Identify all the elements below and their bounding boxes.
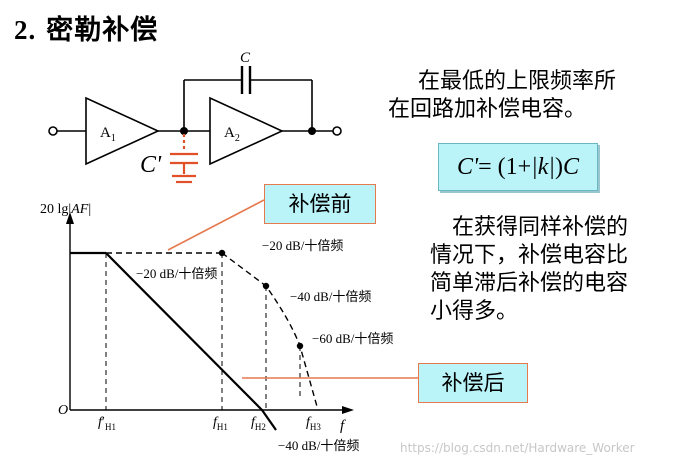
slope-after-2: −40 dB/十倍频 [278, 438, 359, 453]
feedback-cap-label: C [240, 50, 251, 66]
callout-after-compensation: 补偿后 [418, 363, 528, 403]
input-terminal [48, 126, 58, 136]
slope-before-3: −60 dB/十倍频 [312, 331, 393, 346]
description-bottom-line3: 简单滞后补偿的电容 [430, 271, 629, 296]
x-axis-label: f [340, 418, 346, 434]
formula-eq: = (1+ [478, 154, 532, 180]
description-top-line1: 在最低的上限频率所 [418, 69, 617, 94]
slope-before-1: −20 dB/十倍频 [262, 238, 343, 253]
watermark-text: https://blog.csdn.net/Hardware_Worker [400, 441, 635, 455]
callout-before-compensation: 补偿前 [264, 184, 376, 224]
miller-formula: C'= (1+|k|)C [438, 143, 598, 191]
junction-node-2 [307, 127, 316, 136]
amp2-label: A2 [224, 125, 240, 144]
slope-before-2: −40 dB/十倍频 [290, 289, 371, 304]
description-top: 在最低的上限频率所 在回路加补偿电容。 [388, 68, 658, 124]
description-bottom: 在获得同样补偿的 情况下，补偿电容比 简单滞后补偿的电容 小得多。 [430, 214, 670, 326]
origin-label: O [58, 403, 68, 418]
output-terminal [332, 126, 342, 136]
formula-lhs: C' [456, 154, 479, 180]
tick-fh2: fH2 [251, 415, 266, 432]
bode-ylabel: 20 lg|AF| [40, 202, 91, 217]
amp1-label: A1 [100, 125, 116, 144]
formula-close: ) [555, 154, 564, 180]
before-comp-curve [221, 252, 319, 411]
y-axis-arrow [66, 212, 74, 224]
formula-rhs: C [563, 154, 580, 180]
callout-before-leader [167, 199, 265, 251]
bode-plot: 20 lg|AF| O f f′H1 fH1 fH2 fH3 −20 dB/十倍… [40, 199, 418, 453]
description-bottom-line1: 在获得同样补偿的 [452, 215, 629, 240]
tick-fh1: fH1 [213, 415, 228, 432]
slope-after-1: −20 dB/十倍频 [136, 266, 217, 281]
formula-abs-k: |k| [531, 154, 556, 180]
x-axis-arrow [342, 406, 354, 414]
section-title: 密勒补偿 [46, 15, 159, 46]
description-bottom-line2: 情况下，补偿电容比 [430, 243, 629, 268]
tick-fh1-prime: f′H1 [98, 415, 116, 432]
circuit-diagram [48, 66, 342, 166]
miller-equivalent-capacitor [170, 134, 198, 184]
equivalent-cap-label: C' [140, 152, 162, 178]
description-bottom-line4: 小得多。 [430, 299, 519, 324]
after-comp-line [105, 252, 263, 411]
after-comp-steep-segment [261, 409, 277, 431]
description-top-line2: 在回路加补偿电容。 [388, 97, 587, 122]
amplifier-a2 [209, 96, 284, 166]
slide-title: 2. 密勒补偿 [14, 8, 158, 47]
tick-fh3: fH3 [306, 415, 321, 432]
section-number: 2. [14, 15, 37, 45]
amplifier-a1 [85, 96, 160, 166]
